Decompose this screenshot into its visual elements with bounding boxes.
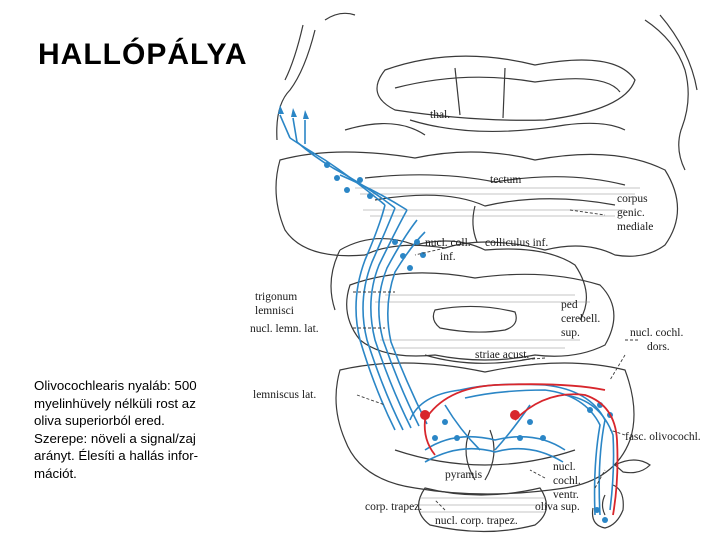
label-nucl-coll-inf: nucl. coll. [425, 237, 471, 249]
caption-line: Szerepe: növeli a signal/zaj [34, 430, 196, 446]
label-colliculus-inf: colliculus inf. [485, 237, 548, 249]
label-nucl-coll-inf: inf. [440, 251, 456, 263]
label-thal: thal. [430, 109, 450, 121]
label-nucl-lemn-lat: nucl. lemn. lat. [250, 323, 319, 335]
label-striae-acust: striae acust. [475, 349, 529, 361]
label-nucl-cochl-dors: dors. [647, 341, 670, 353]
midbrain-outline [275, 151, 679, 257]
caption-text: Olivocochlearis nyaláb: 500 myelinhüvely… [34, 377, 242, 483]
label-ped-cerebell-sup: sup. [561, 327, 580, 339]
label-nucl-cochl-dors: nucl. cochl. [630, 327, 683, 339]
label-pyramis: pyramis [445, 469, 483, 481]
label-nucl-corp-trapez: nucl. corp. trapez. [435, 515, 518, 527]
label-corp-trapez: corp. trapez. [365, 501, 422, 513]
auditory-pathway-diagram: thal. tectum corpus genic. mediale nucl.… [250, 12, 701, 533]
label-ped-cerebell-sup: cerebell. [561, 313, 600, 325]
oliva-right-dot [510, 410, 520, 420]
label-nucl-cochl-ventr: nucl. [553, 461, 576, 473]
anatomy-labels: thal. tectum corpus genic. mediale nucl.… [250, 109, 701, 527]
label-tectum: tectum [490, 174, 521, 186]
label-trigonum-lemnisci: trigonum [255, 291, 297, 303]
label-corpus-genic-mediale: corpus [617, 193, 648, 205]
thalamus-outline [276, 12, 698, 171]
label-lemniscus-lat: lemniscus lat. [253, 389, 316, 401]
slide-title: HALLÓPÁLYA [38, 38, 248, 71]
cochlea-icon [591, 459, 651, 529]
caption-line: mációt. [34, 465, 77, 481]
label-trigonum-lemnisci: lemnisci [255, 305, 294, 317]
label-fasc-olivocochl: fasc. olivocochl. [625, 431, 701, 443]
label-nucl-cochl-ventr: ventr. [553, 489, 579, 501]
label-oliva-sup: oliva sup. [535, 501, 580, 513]
oliva-left-dot [420, 410, 430, 420]
label-nucl-cochl-ventr: cochl. [553, 475, 581, 487]
label-ped-cerebell-sup: ped [561, 299, 578, 311]
caption-line: oliva superiorból ered. [34, 413, 165, 429]
caption-line: myelinhüvely nélküli rost az [34, 395, 196, 411]
leader-lines [353, 209, 640, 511]
caption-line: Olivocochlearis nyaláb: 500 [34, 378, 197, 393]
caption-line: arányt. Élesíti a hallás infor- [34, 448, 199, 464]
olivocochlear-bundle [420, 383, 619, 516]
label-corpus-genic-mediale: genic. [617, 207, 645, 219]
label-corpus-genic-mediale: mediale [617, 221, 653, 233]
